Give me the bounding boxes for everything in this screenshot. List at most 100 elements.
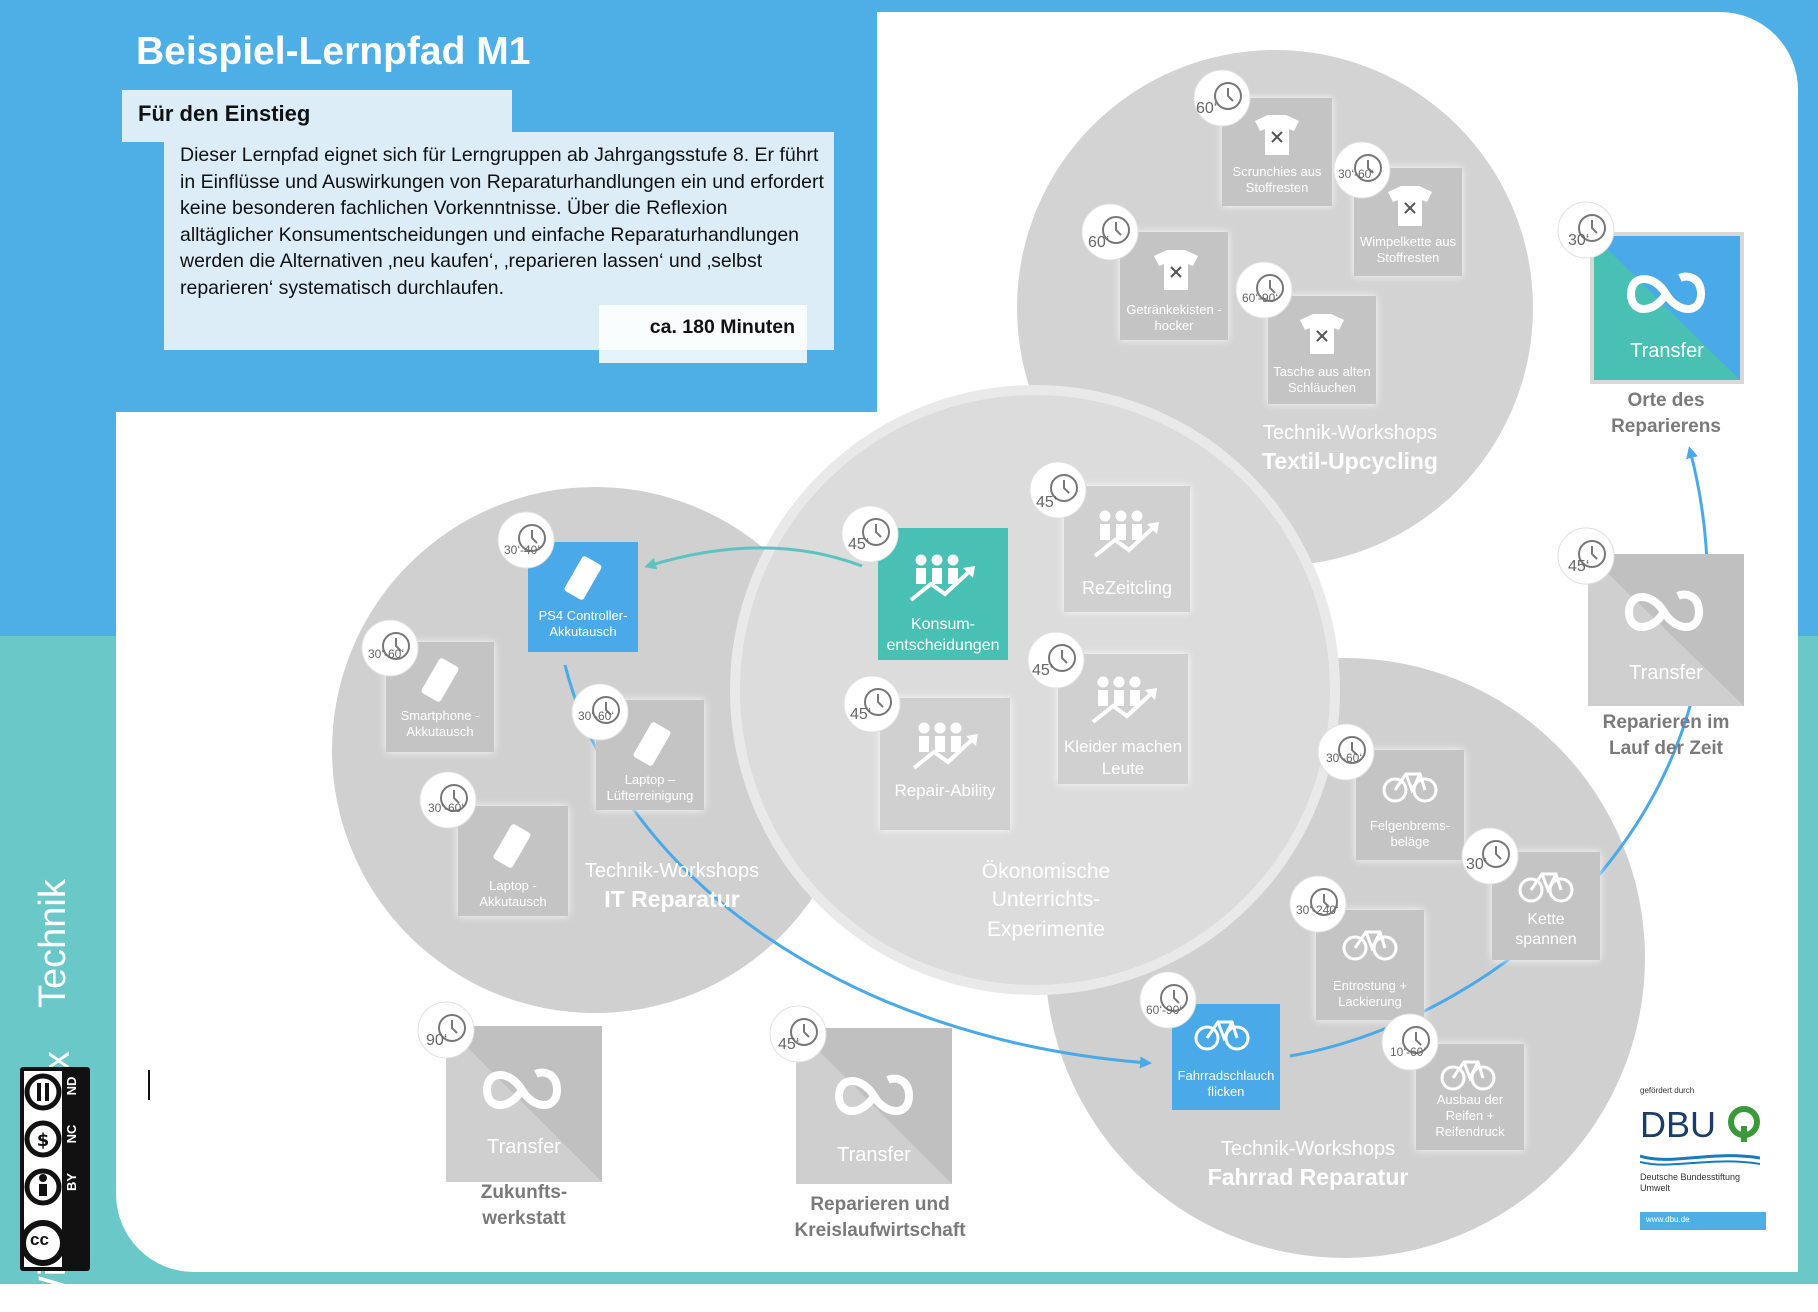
- time-kreislauf: 45‘: [778, 1036, 800, 1053]
- time-scrunchies: 60‘: [1196, 100, 1218, 117]
- leaf-icon: [1728, 1106, 1760, 1142]
- tile-ps4: [528, 542, 638, 652]
- bicycle-icon: [1518, 872, 1574, 903]
- tile-smartphone: [386, 642, 494, 752]
- sponsor-intro: gefördert durch: [1640, 1086, 1695, 1095]
- people-growth-icon: [1091, 676, 1157, 724]
- tile-label-ausbau: Ausbau der Reifen + Reifendruck: [1435, 1092, 1505, 1139]
- tshirt-icon: [1300, 314, 1344, 354]
- tile-repairability: [880, 698, 1010, 830]
- transfer-tile-zeit: [1588, 554, 1744, 706]
- circle-label-oekonomie-line3: Experimente: [987, 918, 1105, 941]
- bicycle-icon: [1382, 772, 1438, 803]
- time-ausbau: 10‘-60‘: [1390, 1045, 1427, 1059]
- cc-nc-label: NC: [64, 1124, 79, 1144]
- tile-rezeitcling: [1064, 486, 1190, 612]
- dbu-logo[interactable]: gefördert durch DBU Deutsche Bundesstift…: [1630, 1082, 1770, 1232]
- tile-label-repairability: Repair-Ability: [894, 781, 996, 800]
- circle-label-textil-line2: Textil-Upcycling: [1262, 448, 1438, 474]
- transfer-label-zukunft: Transfer: [487, 1136, 561, 1158]
- page-title: Beispiel-Lernpfad M1: [136, 30, 531, 73]
- tile-label-felgen: Felgenbrems-beläge: [1369, 818, 1451, 849]
- time-rezeitcling: 45‘: [1036, 494, 1058, 511]
- people-growth-icon: [1093, 510, 1159, 558]
- sponsor-url[interactable]: www.dbu.de: [1646, 1215, 1690, 1224]
- cc-license-icon: $: [20, 1069, 66, 1269]
- intro-heading: Für den Einstieg: [138, 101, 311, 126]
- tile-label-rezeitcling: ReZeitcling: [1081, 578, 1173, 598]
- tile-ausbau: [1416, 1044, 1524, 1150]
- sponsor-url-bar: [1640, 1212, 1766, 1230]
- duration-label: ca. 180 Minuten: [649, 316, 795, 338]
- tile-label-tasche: Tasche aus alten Schläuchen: [1273, 364, 1371, 395]
- tile-tasche: [1268, 296, 1376, 404]
- circle-label-textil-line1: Technik-Workshops: [1262, 422, 1438, 444]
- transfer-tile-kreislauf: [796, 1028, 952, 1184]
- people-growth-icon: [909, 554, 975, 602]
- tile-konsum: [878, 528, 1008, 660]
- time-zukunft: 90‘: [426, 1032, 448, 1049]
- tile-label-laptop-akku: Laptop - Akkutausch: [479, 878, 547, 909]
- tshirt-icon: [1255, 115, 1299, 155]
- transfer-caption-orte: Orte des Reparierens: [1611, 390, 1721, 437]
- tshirt-icon: [1388, 186, 1432, 226]
- time-kette: 30‘: [1466, 856, 1488, 873]
- tile-felgen: [1356, 750, 1464, 860]
- transfer-tile-zukunft: [446, 1026, 602, 1182]
- tile-label-kleider: Kleider machen Leute: [1063, 737, 1183, 778]
- smartphone-icon: [633, 722, 671, 766]
- clock-icon: [361, 69, 1615, 1071]
- tile-label-laptop-luefter: Laptop – Lüfterreinigung: [606, 772, 694, 803]
- bicycle-icon: [1194, 1020, 1250, 1051]
- smartphone-icon: [493, 824, 531, 868]
- tile-fahrradschlauch: [1172, 1004, 1280, 1110]
- learning-path-diagram: [332, 50, 1744, 1258]
- intro-text: Dieser Lernpfad eignet sich für Lerngrup…: [180, 144, 824, 299]
- circle-label-it-line2: IT Reparatur: [604, 886, 740, 912]
- tile-label-konsum[interactable]: Konsum-entscheidungen: [886, 616, 1000, 654]
- tile-laptop-akku: [458, 806, 568, 916]
- tile-label-smartphone: Smartphone - Akkutausch: [400, 708, 480, 739]
- time-zeit: 45‘: [1568, 558, 1590, 575]
- cc-license-badge[interactable]: $ cc ND NC BY: [20, 1067, 90, 1271]
- sponsor-name: Deutsche Bundesstiftung Umwelt: [1640, 1172, 1741, 1193]
- circle-label-oekonomie-line1: Ökonomische: [981, 860, 1111, 883]
- transfer-caption-kreislauf: Reparieren und Kreislaufwirtschaft: [794, 1194, 966, 1241]
- time-laptop-akku: 30‘-60‘: [428, 801, 465, 815]
- infinity-arrow-icon: [835, 1074, 914, 1115]
- time-entrostung: 30‘-240‘: [1296, 903, 1339, 917]
- transfer-label-kreislauf: Transfer: [837, 1144, 911, 1166]
- time-smartphone: 30‘-60‘: [368, 647, 405, 661]
- wave-icon: [1640, 1154, 1760, 1166]
- time-konsum: 45‘: [848, 536, 870, 553]
- duration-box: [599, 305, 807, 363]
- arrow-konsum-to-ps4: [644, 546, 863, 570]
- transfer-caption-zeit: Reparieren im Lauf der Zeit: [1602, 712, 1730, 759]
- svg-text:$: $: [37, 1130, 50, 1151]
- tile-label-entrostung: Entrostung + Lackierung: [1332, 978, 1408, 1009]
- tile-scrunchies: [1222, 98, 1332, 206]
- cc-by-label: BY: [64, 1172, 79, 1192]
- tile-label-ps4[interactable]: PS4 Controller-Akkutausch: [538, 608, 628, 639]
- time-ps4: 30‘-40‘: [504, 543, 541, 557]
- cc-label: cc: [30, 1230, 49, 1249]
- time-laptop-luefter: 30‘-60‘: [578, 709, 615, 723]
- tile-getraenkekisten: [1120, 232, 1228, 340]
- infinity-arrow-icon: [1625, 590, 1704, 631]
- circle-label-it-line1: Technik-Workshops: [584, 860, 760, 882]
- time-wimpelkette: 30‘-60‘: [1338, 167, 1375, 181]
- infinity-arrow-icon: [483, 1068, 562, 1109]
- circle-label-fahrrad-line2: Fahrrad Reparatur: [1207, 1164, 1409, 1190]
- time-tasche: 60‘-90‘: [1242, 291, 1279, 305]
- tile-entrostung: [1316, 910, 1424, 1020]
- tile-label-kette: Kette spannen: [1515, 911, 1577, 948]
- transfer-caption-zukunft: Zukunfts-werkstatt: [480, 1182, 568, 1229]
- tile-label-scrunchies: Scrunchies aus Stoffresten: [1232, 164, 1322, 195]
- cc-nd-label: ND: [64, 1076, 79, 1096]
- time-fahrradschlauch: 60‘-90‘: [1146, 1003, 1183, 1017]
- time-kleider: 45‘: [1032, 662, 1054, 679]
- time-getraenkekisten: 60‘: [1088, 234, 1110, 251]
- tile-label-fahrradschlauch[interactable]: Fahrradschlauch flicken: [1177, 1068, 1275, 1099]
- bicycle-icon: [1342, 930, 1398, 961]
- smartphone-icon: [564, 556, 602, 600]
